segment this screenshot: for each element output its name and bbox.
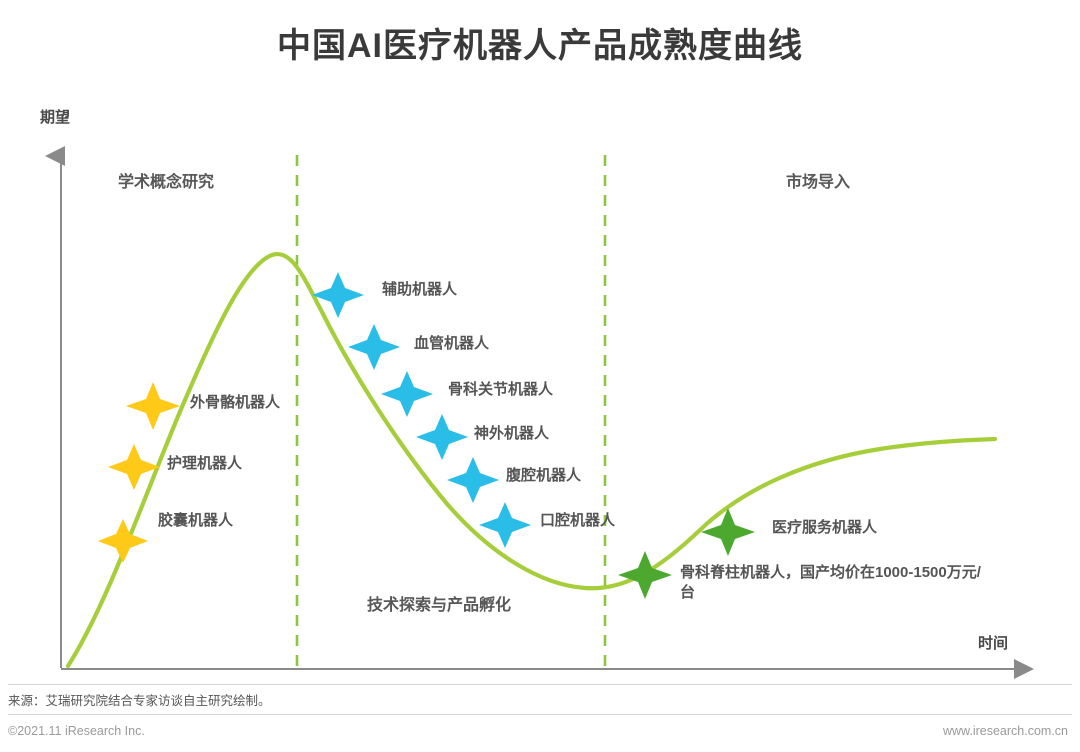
star-markers-group [98,272,755,599]
phase-divider-group [295,155,607,669]
star-marker-vascular-robot [348,324,400,370]
phase-label-academic-research: 学术概念研究 [118,174,215,191]
copyright-text: ©2021.11 iResearch Inc. [8,724,145,738]
hype-curve [65,251,998,669]
star-marker-medical-service-robot [701,508,755,556]
point-label-laparoscopic-robot: 腹腔机器人 [506,467,582,484]
star-marker-capsule-robot [98,519,148,563]
star-marker-laparoscopic-robot [447,457,499,503]
y-axis-label: 期望 [40,109,71,126]
point-label-orthopedic-joint-robot: 骨科关节机器人 [448,381,554,398]
page-title: 中国AI医疗机器人产品成熟度曲线 [277,27,803,65]
point-label-vascular-robot: 血管机器人 [414,335,490,352]
point-label-spinal-robot: 骨科脊柱机器人，国产均价在1000-1500万元/台 [680,564,981,602]
divider-top [8,684,1072,685]
star-marker-spinal-robot [618,551,672,599]
phase-label-tech-incubation: 技术探索与产品孵化 [367,597,512,614]
star-marker-orthopedic-joint-robot [381,371,433,417]
point-label-assist-robot: 辅助机器人 [382,281,458,298]
point-label-oral-robot: 口腔机器人 [540,512,616,529]
source-note: 来源：艾瑞研究院结合专家访谈自主研究绘制。 [8,694,271,708]
star-marker-neurosurgery-robot [416,414,468,460]
point-label-nursing-robot: 护理机器人 [167,455,243,472]
point-label-exoskeleton-robot: 外骨骼机器人 [190,394,281,411]
star-marker-exoskeleton-robot [126,382,180,430]
star-marker-assist-robot [312,272,364,318]
point-label-medical-service-robot: 医疗服务机器人 [772,519,878,536]
x-axis-label: 时间 [978,635,1009,652]
point-label-capsule-robot: 胶囊机器人 [158,512,234,529]
phase-label-market-introduction: 市场导入 [786,174,851,191]
divider-bottom [8,714,1072,715]
axis-group [45,146,1034,679]
point-label-neurosurgery-robot: 神外机器人 [474,425,550,442]
website-url: www.iresearch.com.cn [942,724,1068,738]
star-marker-nursing-robot [108,444,160,490]
star-marker-oral-robot [479,502,531,548]
